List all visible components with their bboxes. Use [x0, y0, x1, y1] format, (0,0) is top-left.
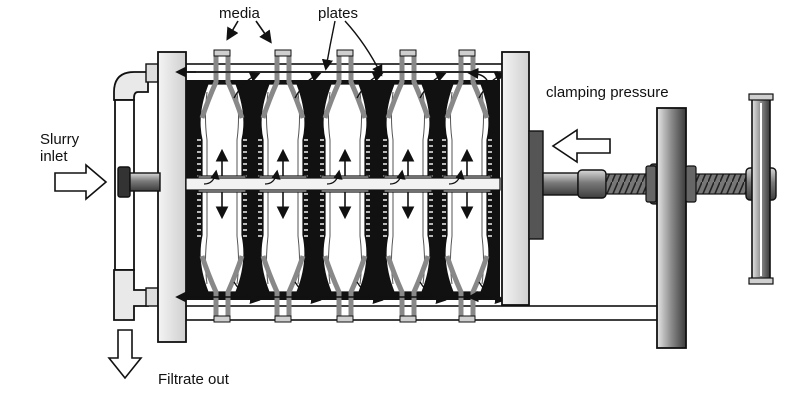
- inlet-outlet-piping: [113, 63, 159, 321]
- corner-flow-arrows: [175, 66, 490, 303]
- media-strip: [348, 255, 368, 322]
- slurry-inlet-label-line2: inlet: [40, 148, 68, 165]
- media-clamp: [399, 315, 417, 323]
- media-strip: [286, 255, 306, 322]
- slurry-inlet-arrow-icon: [54, 163, 108, 201]
- flow-arrow-bottom: [478, 281, 506, 305]
- media-strip: [385, 52, 405, 119]
- flow-arrow-bottom: [294, 281, 322, 305]
- flow-arrow-feed: [448, 169, 465, 185]
- fixed-head-plate: [157, 51, 187, 343]
- flow-arrow-top: [294, 72, 322, 99]
- media-strip: [199, 52, 219, 119]
- flow-arrow-feed: [326, 169, 343, 185]
- flow-arrows: [203, 72, 506, 305]
- media-clamp: [274, 315, 292, 323]
- clamping-pressure-label: clamping pressure: [546, 84, 669, 101]
- media-label: media: [219, 5, 260, 22]
- central-feed-channel: [185, 175, 501, 193]
- media-strip: [322, 52, 342, 119]
- flow-arrow-top: [478, 72, 506, 99]
- flow-arrow-top: [419, 72, 447, 99]
- media-strip: [199, 255, 219, 322]
- media-strip: [225, 255, 245, 322]
- media-strip: [444, 255, 464, 322]
- hand-wheel-icon: [748, 93, 774, 285]
- flow-arrow-bottom: [356, 281, 384, 305]
- feed-channel: [185, 177, 501, 191]
- flow-arrow-feed: [389, 169, 406, 185]
- media-strip: [444, 52, 464, 119]
- flow-arrow-top: [233, 72, 261, 99]
- media-clamp: [274, 49, 292, 57]
- media-strip: [260, 52, 280, 119]
- slurry-inlet-label-line1: Slurry: [40, 131, 80, 148]
- moving-head-plate: [501, 51, 544, 306]
- media-clamp: [213, 315, 231, 323]
- flow-arrow-bottom: [233, 281, 261, 305]
- media-clamp: [458, 49, 476, 57]
- thrust-column: [645, 107, 697, 349]
- media-clamp: [336, 49, 354, 57]
- feed-nozzle: [117, 166, 161, 198]
- filtrate-out-label: Filtrate out: [158, 371, 229, 388]
- media-strip: [411, 255, 431, 322]
- plates-label: plates: [318, 5, 359, 22]
- media-strip: [260, 255, 280, 322]
- frame-rails: [185, 63, 659, 321]
- media-strip: [385, 255, 405, 322]
- media-clamp: [458, 315, 476, 323]
- clamping-pressure-arrow-icon: [551, 128, 611, 164]
- flow-arrow-feed: [264, 169, 281, 185]
- media-clamp: [399, 49, 417, 57]
- filtrate-out-arrow-icon: [107, 329, 143, 380]
- media-strip: [322, 255, 342, 322]
- media-clamp: [213, 49, 231, 57]
- flow-arrow-feed: [203, 169, 220, 185]
- media-clamp: [336, 315, 354, 323]
- flow-arrow-bottom: [419, 281, 447, 305]
- label-pointers: [226, 20, 383, 77]
